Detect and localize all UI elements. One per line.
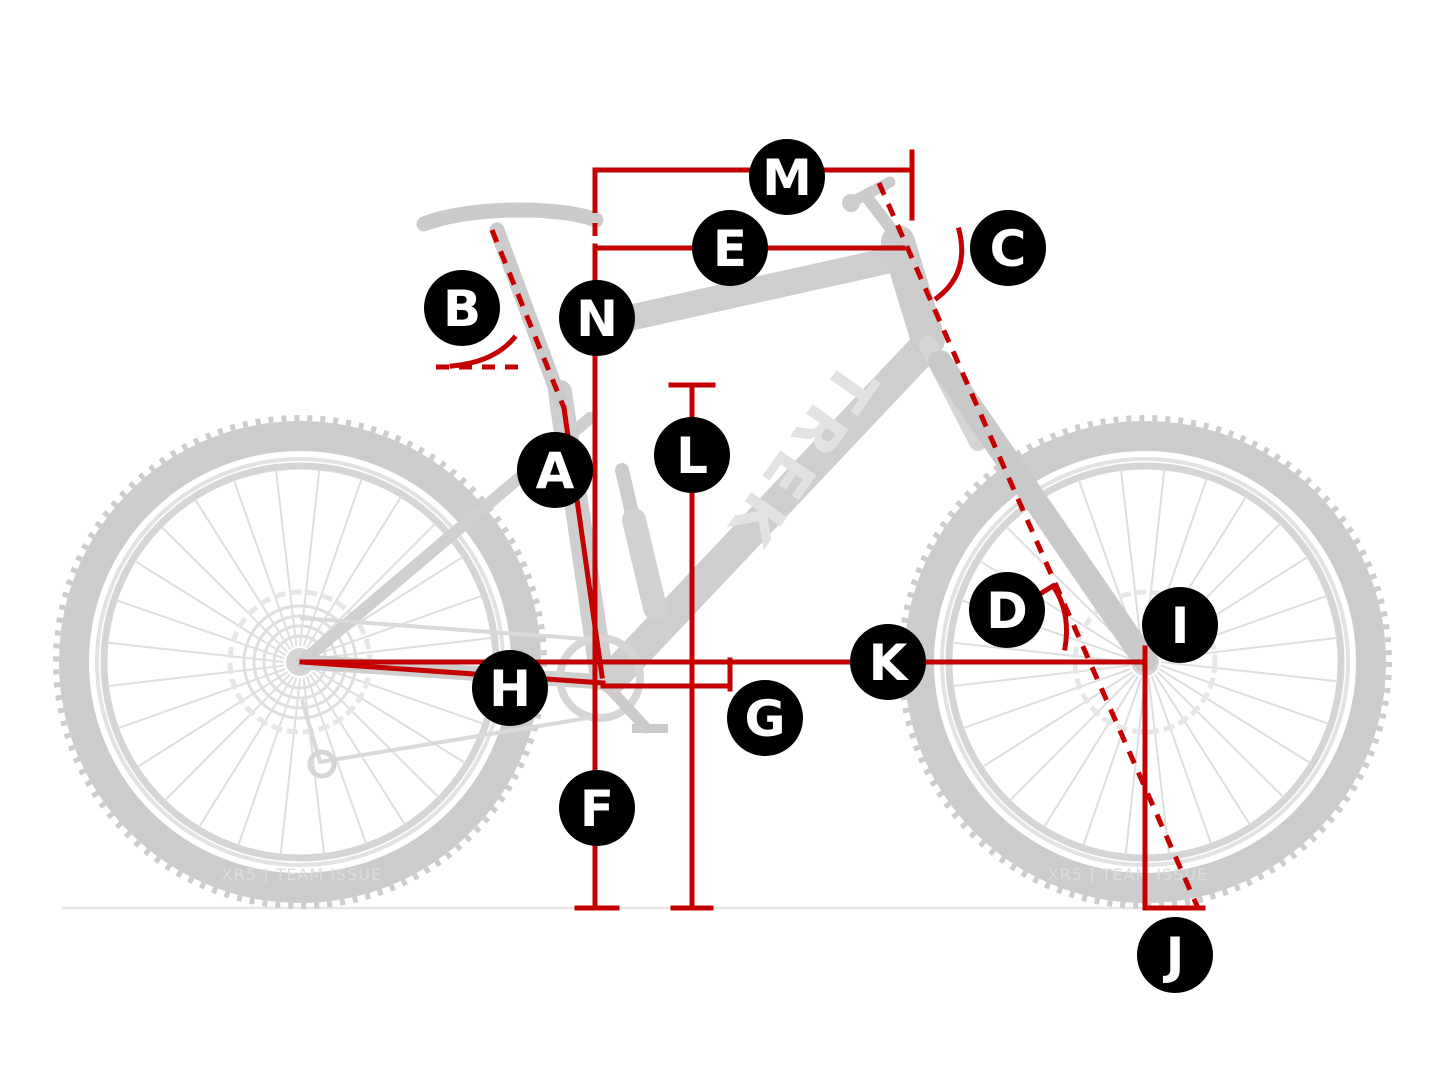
badge-letter: G xyxy=(744,690,785,748)
geometry-label-g: G xyxy=(727,680,803,756)
geometry-label-k: K xyxy=(850,624,926,700)
rear-shock xyxy=(615,463,662,619)
front-tire-label: XR5 | TEAM ISSUE xyxy=(1048,865,1208,884)
badge-letter: K xyxy=(869,634,910,692)
saddle xyxy=(416,202,604,232)
shock-coil xyxy=(622,508,667,620)
badge-circle xyxy=(749,139,825,215)
head-tube xyxy=(881,225,945,357)
badge-circle xyxy=(1137,917,1213,993)
geometry-label-b: B xyxy=(424,270,500,346)
measure-line-h xyxy=(299,659,606,686)
measure-line-steering-axis xyxy=(876,181,1201,910)
geometry-label-d: D xyxy=(969,572,1045,648)
fork-stanchion xyxy=(919,336,987,451)
geometry-label-a: A xyxy=(517,432,593,508)
badge-circle xyxy=(692,210,768,286)
geometry-label-n: N xyxy=(559,280,635,356)
geometry-label-m: M xyxy=(749,139,825,215)
badge-circle xyxy=(970,210,1046,286)
badge-letter: H xyxy=(489,660,531,718)
badge-circle xyxy=(969,572,1045,648)
badge-letter: B xyxy=(443,280,481,338)
badge-circle xyxy=(559,280,635,356)
chain-top xyxy=(299,616,601,642)
geometry-label-e: E xyxy=(692,210,768,286)
badge-circle xyxy=(559,770,635,846)
measurement-lines xyxy=(299,149,1206,911)
badge-circle xyxy=(517,432,593,508)
geometry-label-c: C xyxy=(970,210,1046,286)
rear-spokes xyxy=(106,468,494,856)
measure-arc-c xyxy=(933,226,965,302)
badge-letter: J xyxy=(1163,927,1185,985)
badge-letter: I xyxy=(1171,597,1190,655)
handlebar xyxy=(846,176,896,208)
geometry-label-i: I xyxy=(1142,587,1218,663)
bike-illustration: XR5 | TEAM ISSUE XR5 | TEAM ISSUE xyxy=(53,176,1392,910)
badge-circle xyxy=(850,624,926,700)
pedal xyxy=(632,724,668,733)
chain-bottom xyxy=(300,699,601,765)
badge-letter: L xyxy=(676,427,708,485)
badge-circle xyxy=(424,270,500,346)
geometry-letter-badges: A B C D E F G H I J K L M N xyxy=(424,139,1218,993)
measure-mark-d xyxy=(1026,582,1069,651)
geometry-label-h: H xyxy=(472,650,548,726)
measure-arc-b xyxy=(449,334,518,369)
badge-letter: E xyxy=(713,220,747,278)
fork-lowers xyxy=(928,350,1157,672)
stem xyxy=(860,190,904,244)
badge-letter: F xyxy=(580,780,614,838)
measure-line-seat-axis-dashed xyxy=(489,229,567,409)
badge-circle xyxy=(472,650,548,726)
badge-circle xyxy=(1142,587,1218,663)
rear-tire-label: XR5 | TEAM ISSUE xyxy=(222,865,382,884)
badge-letter: M xyxy=(762,149,812,207)
geometry-label-f: F xyxy=(559,770,635,846)
badge-circle xyxy=(727,680,803,756)
down-tube xyxy=(596,334,938,694)
badge-letter: D xyxy=(986,582,1028,640)
badge-letter: N xyxy=(576,290,618,348)
badge-circle xyxy=(654,417,730,493)
derailleur-pulley xyxy=(307,749,337,779)
geometry-label-j: J xyxy=(1137,917,1213,993)
geometry-label-l: L xyxy=(654,417,730,493)
badge-letter: A xyxy=(536,442,575,500)
badge-letter: C xyxy=(990,220,1027,278)
grip xyxy=(842,194,860,212)
downtube-brand-logo: TREK xyxy=(710,349,890,565)
